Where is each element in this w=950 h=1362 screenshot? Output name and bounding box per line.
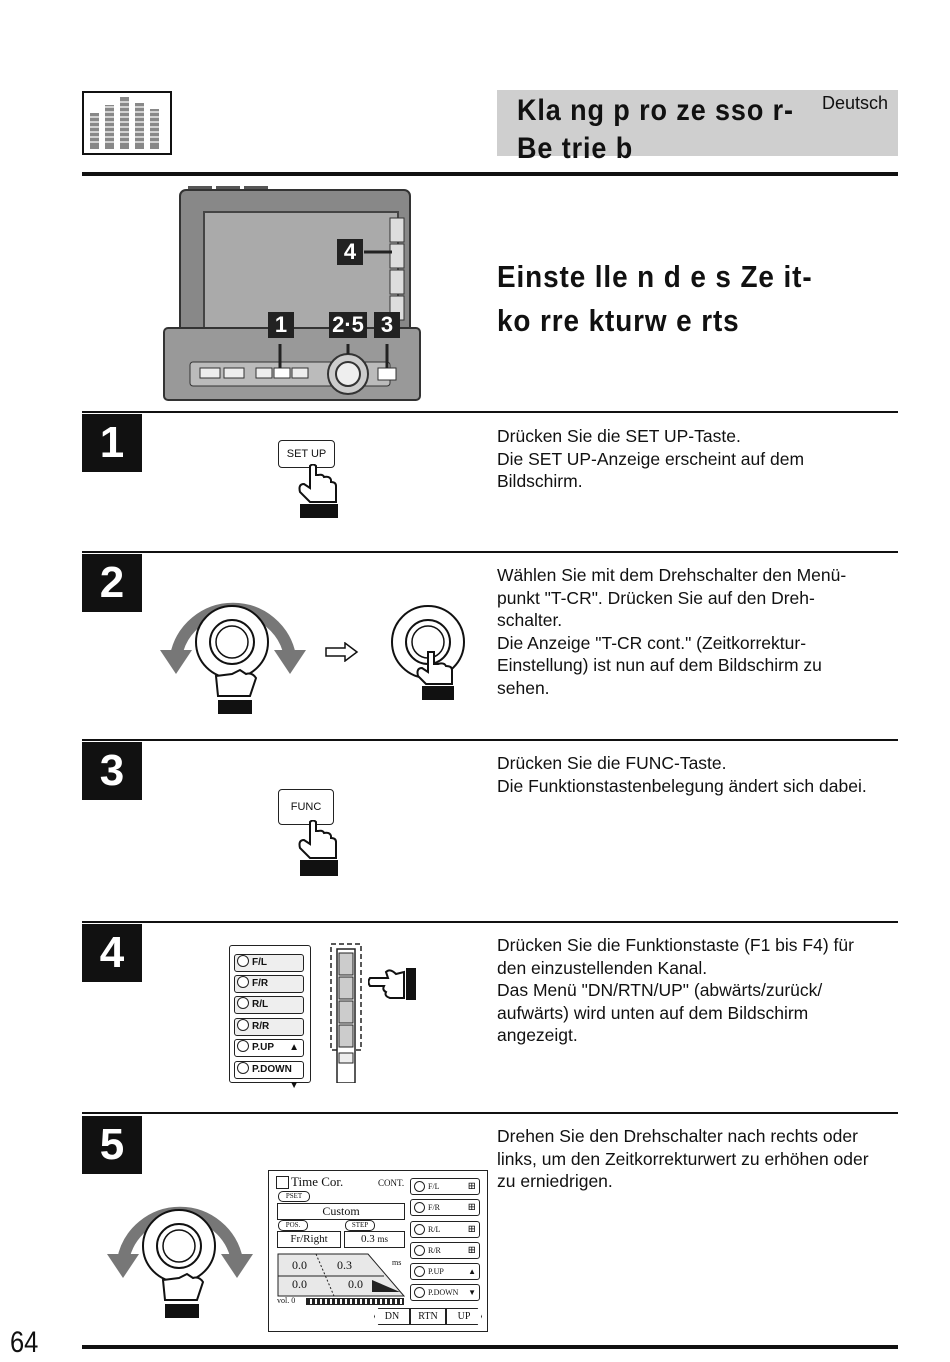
pos-tag: POS. <box>278 1220 308 1231</box>
pos-value: Fr/Right <box>277 1231 341 1248</box>
setup-button[interactable]: SET UP <box>278 440 335 468</box>
side-key-strip <box>330 943 362 1084</box>
arrow-down-icon: ▼ <box>468 1288 476 1297</box>
step-5-divider <box>82 1112 898 1114</box>
key-indicator-icon <box>414 1181 425 1192</box>
screen-side-key-pup[interactable]: P.UP ▲ <box>410 1263 480 1280</box>
arrow-down-icon: ▼ <box>289 1080 299 1091</box>
arrow-up-icon: ▲ <box>468 1267 476 1276</box>
push-knob-illustration <box>388 602 468 702</box>
section-title: Einste lle n d e s Ze it- ko rre kturw e… <box>497 259 813 338</box>
step-4-text: Drücken Sie die Funktionstaste (F1 bis F… <box>497 935 854 1045</box>
step-3-number: 3 <box>82 742 142 800</box>
time-correction-screen <box>268 1170 488 1332</box>
arrow-up-icon: ▲ <box>289 1042 299 1053</box>
step-2-number: 2 <box>82 554 142 612</box>
pointing-hand-icon <box>367 966 418 1002</box>
step-1-text: Drücken Sie die SET UP-Taste. Die SET UP… <box>497 426 805 491</box>
callout-2-5: 2·5 <box>329 312 367 338</box>
screen-dn-button[interactable]: DN <box>374 1308 410 1325</box>
header-banner <box>497 90 898 156</box>
step-3-divider <box>82 739 898 741</box>
screen-side-key-rr[interactable]: R/R ⊞ <box>410 1242 480 1259</box>
step-2-divider <box>82 551 898 553</box>
step-1-number: 1 <box>82 414 142 472</box>
graph-value-rl: 0.0 <box>292 1277 307 1291</box>
step-value-box: 0.3 ms <box>344 1231 405 1248</box>
pressing-hand-icon <box>296 819 342 878</box>
step-tag: STEP <box>345 1220 375 1231</box>
language-label: Deutsch <box>822 93 889 113</box>
callout-4: 4 <box>337 239 363 265</box>
screen-side-key-rl[interactable]: R/L ⊞ <box>410 1221 480 1238</box>
key-indicator-icon <box>414 1202 425 1213</box>
volume-label: vol. 0 <box>277 1296 296 1305</box>
step-2-text: Wählen Sie mit dem Drehschalter den Menü… <box>497 565 847 698</box>
step-1-divider <box>82 411 898 413</box>
function-key-rl[interactable]: R/L <box>234 996 304 1014</box>
callout-3: 3 <box>374 312 400 338</box>
footer-divider <box>82 1345 898 1349</box>
screen-side-key-fr[interactable]: F/R ⊞ <box>410 1199 480 1216</box>
delay-graph <box>276 1252 406 1298</box>
step-4-number: 4 <box>82 924 142 982</box>
arrow-right-icon <box>325 641 359 663</box>
key-indicator-icon <box>414 1287 425 1298</box>
graph-value-rr: 0.0 <box>348 1277 363 1291</box>
function-key-fr[interactable]: F/R <box>234 975 304 993</box>
pset-tag: PSET <box>278 1191 310 1202</box>
checkbox-icon <box>276 1176 289 1189</box>
func-button[interactable]: FUNC <box>278 789 334 825</box>
header-divider <box>82 172 898 176</box>
screen-side-key-pdown[interactable]: P.DOWN ▼ <box>410 1284 480 1301</box>
volume-bar <box>306 1298 404 1305</box>
callout-1: 1 <box>268 312 294 338</box>
speaker-grid-icon: ⊞ <box>467 1245 476 1256</box>
screen-title: Time Cor. <box>291 1174 344 1189</box>
equalizer-icon <box>82 91 172 155</box>
page-title: Kla ng p ro ze sso r- Be trie b <box>517 94 794 165</box>
function-key-fl[interactable]: F/L <box>234 954 304 972</box>
graph-unit: ms <box>392 1258 402 1267</box>
key-indicator-icon <box>414 1224 425 1235</box>
graph-value-fr: 0.3 <box>337 1258 352 1272</box>
speaker-grid-icon: ⊞ <box>467 1224 476 1235</box>
step-5-number: 5 <box>82 1116 142 1174</box>
pset-value: Custom <box>277 1203 405 1220</box>
graph-value-fl: 0.0 <box>292 1258 307 1272</box>
key-indicator-icon <box>414 1266 425 1277</box>
screen-up-button[interactable]: UP <box>446 1308 482 1325</box>
function-key-rr[interactable]: R/R <box>234 1018 304 1036</box>
screen-rtn-button[interactable]: RTN <box>410 1308 446 1325</box>
step-3-text: Drücken Sie die FUNC-Taste. Die Funktion… <box>497 753 867 796</box>
screen-cont-label: CONT. <box>378 1178 405 1188</box>
step-4-divider <box>82 921 898 923</box>
function-menu-panel <box>229 945 311 1083</box>
speaker-grid-icon: ⊞ <box>467 1202 476 1213</box>
function-key-pdown[interactable]: P.DOWN▼ <box>234 1061 304 1091</box>
device-illustration <box>160 184 422 402</box>
function-key-pup[interactable]: P.UP▲ <box>234 1039 304 1057</box>
rotate-knob-illustration <box>105 1182 255 1322</box>
speaker-grid-icon: ⊞ <box>467 1181 476 1192</box>
key-indicator-icon <box>414 1245 425 1256</box>
page-number: 64 <box>10 1326 39 1359</box>
rotate-knob-illustration <box>158 578 308 716</box>
screen-side-key-fl[interactable]: F/L ⊞ <box>410 1178 480 1195</box>
step-5-text: Drehen Sie den Drehschalter nach rechts … <box>497 1126 869 1191</box>
pressing-hand-icon <box>296 463 342 520</box>
